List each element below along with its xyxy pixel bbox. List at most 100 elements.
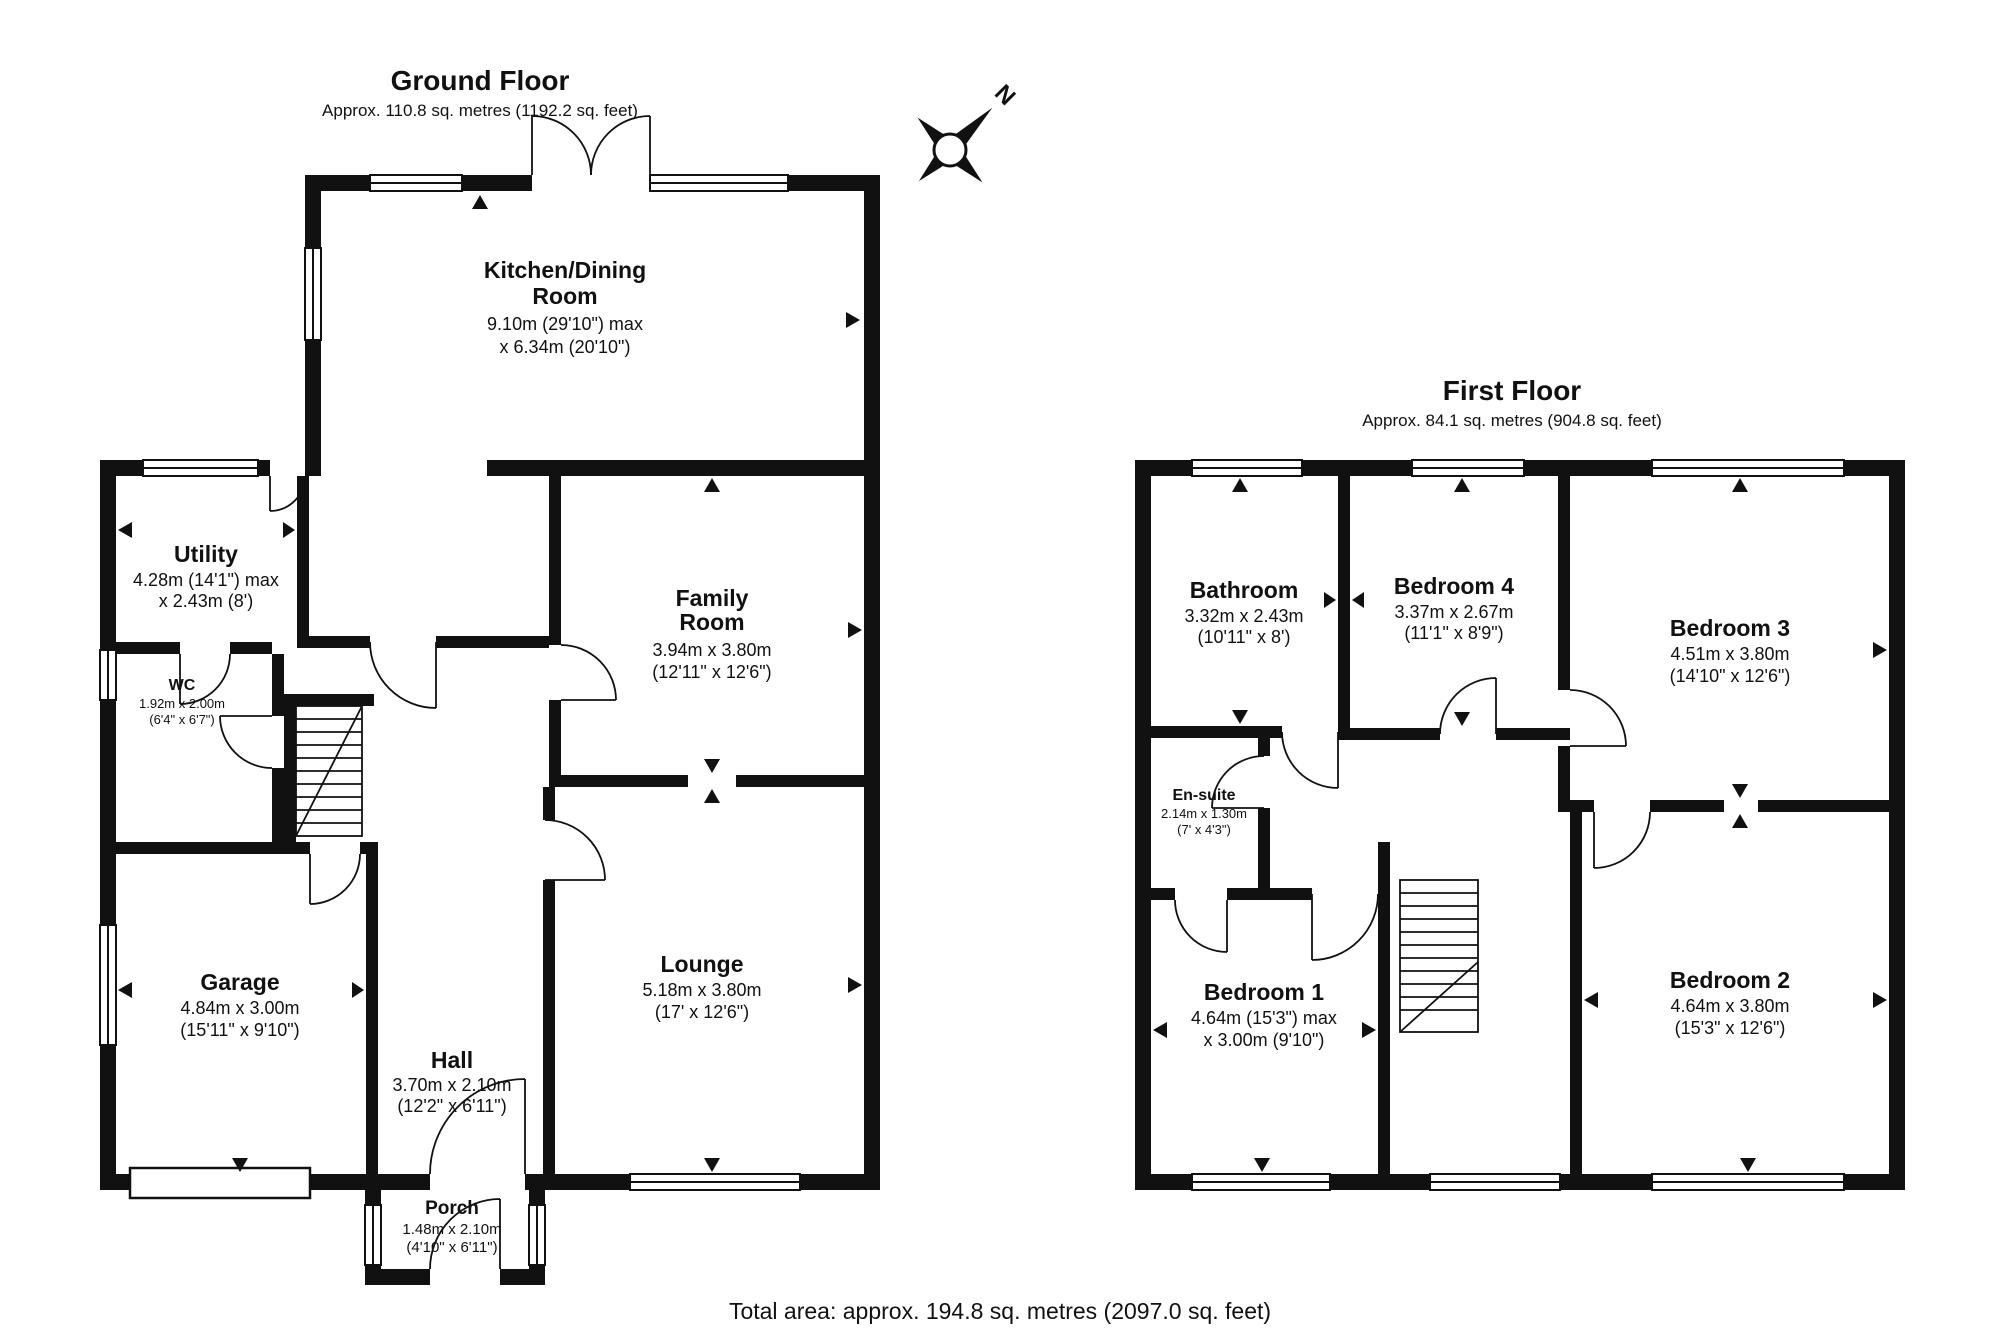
bedroom1-room-dims: 4.64m (15'3") max — [1191, 1008, 1337, 1028]
direction-marker — [1362, 1022, 1376, 1038]
bathroom-room-dims: 3.32m x 2.43m — [1184, 606, 1303, 626]
door-symbol — [544, 819, 606, 881]
direction-marker — [1732, 784, 1748, 798]
ground-floor-doors — [179, 115, 651, 1270]
wall-segment — [100, 1045, 116, 1174]
wall-segment — [365, 1269, 430, 1285]
direction-marker — [1232, 478, 1248, 492]
hall-room-name: Hall — [431, 1047, 473, 1073]
wall-segment — [1650, 800, 1724, 812]
door-symbol — [1593, 811, 1651, 869]
wall-segment — [462, 175, 532, 191]
lounge-room-name: Lounge — [660, 951, 743, 977]
wall-segment — [365, 1190, 381, 1205]
wall-segment — [543, 787, 555, 820]
total-area-label: Total area: approx. 194.8 sq. metres (20… — [729, 1298, 1271, 1324]
bedroom1-room-dims: x 3.00m (9'10") — [1204, 1030, 1325, 1050]
wall-segment — [100, 700, 116, 925]
door-symbol — [269, 475, 306, 512]
bedroom4-room-dims: 3.37m x 2.67m — [1394, 602, 1513, 622]
wall-segment — [1496, 728, 1570, 740]
direction-marker — [1454, 478, 1470, 492]
ground-floor-stairs — [295, 705, 363, 837]
bedroom2-room-name: Bedroom 2 — [1670, 967, 1790, 993]
wall-segment — [100, 1174, 130, 1190]
wall-segment — [549, 775, 688, 787]
wall-segment — [1258, 808, 1270, 888]
wall-segment — [1258, 738, 1270, 756]
bedroom2-room-dims: 4.64m x 3.80m — [1670, 996, 1789, 1016]
first-floor-title: First Floor — [1443, 375, 1582, 406]
wc-room-name: WC — [169, 677, 196, 694]
bedroom4-room-name: Bedroom 4 — [1394, 573, 1514, 599]
kitchen-room-name: Kitchen/Dining — [484, 257, 646, 283]
kitchen-room-name: Room — [532, 283, 597, 309]
wall-segment — [305, 175, 370, 191]
hall-room-dims: (12'2" x 6'11") — [397, 1096, 506, 1116]
wall-segment — [1151, 726, 1282, 738]
wall-segment — [1302, 460, 1412, 476]
ground-floor-area: Approx. 110.8 sq. metres (1192.2 sq. fee… — [322, 101, 638, 120]
wall-segment — [1570, 812, 1582, 1174]
wall-segment — [272, 654, 284, 716]
door-symbol — [1569, 689, 1627, 747]
family-room-name: Family — [676, 585, 749, 611]
wall-segment — [1227, 888, 1282, 900]
wall-segment — [284, 694, 296, 842]
bathroom-room-name: Bathroom — [1190, 577, 1299, 603]
direction-marker — [848, 622, 862, 638]
ground-floor-walls — [100, 175, 880, 1285]
ground-floor-title: Ground Floor — [391, 65, 570, 96]
wall-segment — [525, 1174, 630, 1190]
direction-marker — [704, 789, 720, 803]
ground-floor-room-labels: Kitchen/Dining Room 9.10m (29'10") max x… — [133, 257, 772, 1256]
first-floor-walls — [1135, 460, 1905, 1190]
wall-segment — [1570, 800, 1594, 812]
first-floor-stairs — [1399, 879, 1479, 1033]
porch-room-dims: 1.48m x 2.10m — [402, 1221, 501, 1238]
direction-marker — [232, 1158, 248, 1172]
direction-marker — [1873, 642, 1887, 658]
stairs-symbol — [295, 705, 363, 837]
wall-segment — [1558, 476, 1570, 690]
wall-segment — [305, 191, 321, 248]
direction-marker — [1153, 1022, 1167, 1038]
first-floor-markers — [1153, 478, 1887, 1172]
ensuite-room-dims: 2.14m x 1.30m — [1161, 806, 1247, 821]
first-floor-area: Approx. 84.1 sq. metres (904.8 sq. feet) — [1362, 411, 1662, 430]
wall-segment — [100, 460, 143, 476]
direction-marker — [118, 982, 132, 998]
utility-room-dims: 4.28m (14'1") max — [133, 570, 279, 590]
wall-segment — [1338, 476, 1350, 740]
direction-marker — [704, 759, 720, 773]
door-symbol — [429, 1198, 501, 1270]
direction-marker — [1740, 1158, 1756, 1172]
utility-room-dims: x 2.43m (8') — [159, 591, 253, 611]
compass-icon: N — [917, 80, 1020, 183]
wall-segment — [1560, 1174, 1652, 1190]
direction-marker — [704, 1158, 720, 1172]
wall-segment — [360, 842, 378, 854]
wall-segment — [366, 854, 378, 1174]
wall-segment — [1135, 476, 1151, 1174]
lounge-room-dims: (17' x 12'6") — [655, 1002, 749, 1022]
porch-room-name: Porch — [425, 1198, 479, 1219]
door-symbol — [1311, 893, 1379, 961]
garage-room-dims: (15'11" x 9'10") — [180, 1020, 299, 1040]
wall-segment — [864, 191, 880, 1174]
wall-segment — [297, 476, 309, 636]
direction-marker — [1254, 1158, 1270, 1172]
direction-marker — [1873, 992, 1887, 1008]
wall-segment — [1330, 1174, 1430, 1190]
wall-segment — [100, 842, 310, 854]
garage-door-symbol — [128, 1166, 312, 1200]
wall-segment — [1378, 842, 1390, 1174]
wall-segment — [500, 1269, 545, 1285]
door-symbol — [1281, 731, 1339, 789]
ensuite-room-name: En-suite — [1172, 787, 1235, 804]
wall-segment — [297, 636, 370, 648]
bedroom3-room-name: Bedroom 3 — [1670, 615, 1790, 641]
kitchen-room-dims: 9.10m (29'10") max — [487, 314, 643, 334]
wall-segment — [800, 1174, 880, 1190]
